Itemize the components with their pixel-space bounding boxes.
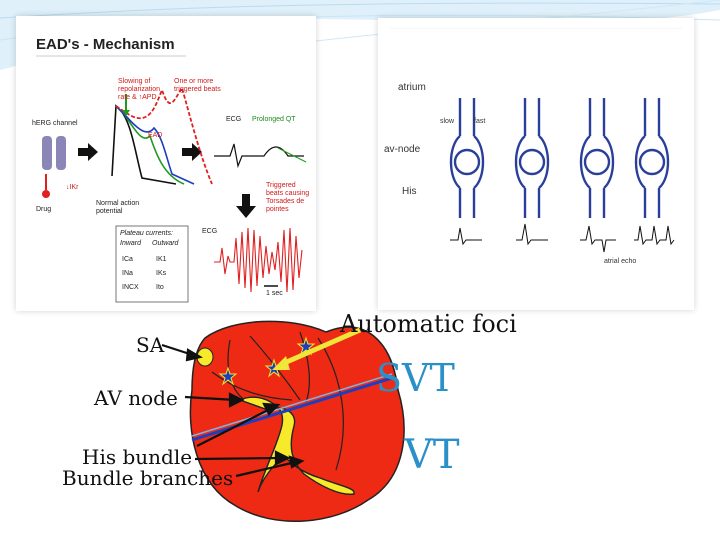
torsades-note: Triggered beats causing Torsades de poin… xyxy=(266,182,310,213)
his-bundle-label: His bundle xyxy=(82,445,193,469)
ikr-label: ↓IKr xyxy=(66,184,79,191)
outward-header: Outward xyxy=(152,240,179,247)
av-node-label: AV node xyxy=(94,386,178,410)
slowing-note: Slowing of repolarization rate & ↑APD xyxy=(118,78,161,101)
drug-label: Drug xyxy=(36,206,52,213)
reentry-pathways-figure: atrium av-node His slow fast atrial echo xyxy=(378,18,694,310)
ecg-label: ECG xyxy=(226,116,242,123)
herg-channel-label: hERG channel xyxy=(32,120,78,127)
his-label: His xyxy=(402,186,417,197)
automatic-foci-label: Automatic foci xyxy=(340,310,517,338)
atrial-echo-label: atrial echo xyxy=(604,258,637,265)
normal-ap-label: Normal action potential xyxy=(96,200,140,215)
outward-current: IKs xyxy=(156,270,167,277)
scale-bar-label: 1 sec xyxy=(266,290,283,297)
outward-current: IK1 xyxy=(156,256,167,263)
ead-mechanism-figure: EAD's - Mechanism hERG channel Drug ↓IKr… xyxy=(16,16,316,311)
prolonged-qt-label: Prolonged QT xyxy=(252,116,296,123)
svt-label: SVT xyxy=(376,356,455,400)
inward-current: INCX xyxy=(122,284,139,291)
sa-node-label: SA xyxy=(136,333,165,357)
inward-current: ICa xyxy=(122,256,133,263)
inward-header: Inward xyxy=(120,240,142,247)
plateau-title: Plateau currents: xyxy=(120,230,173,237)
inward-current: INa xyxy=(122,270,133,277)
triggered-beats-note: One or more triggered beats xyxy=(174,78,221,93)
figure-title: EAD's - Mechanism xyxy=(36,36,175,53)
ead-diagram-graphics xyxy=(36,55,307,303)
fast-pathway-label: fast xyxy=(474,118,486,125)
av-node-label: av-node xyxy=(384,144,421,155)
ead-label: EAD xyxy=(148,132,163,139)
reentry-graphics xyxy=(390,28,682,253)
outward-current: Ito xyxy=(156,284,164,291)
vt-label: VT xyxy=(404,432,460,478)
bundle-branches-label: Bundle branches xyxy=(62,466,234,490)
atrium-label: atrium xyxy=(398,82,426,93)
ecg2-label: ECG xyxy=(202,228,218,235)
slow-pathway-label: slow xyxy=(440,118,455,125)
